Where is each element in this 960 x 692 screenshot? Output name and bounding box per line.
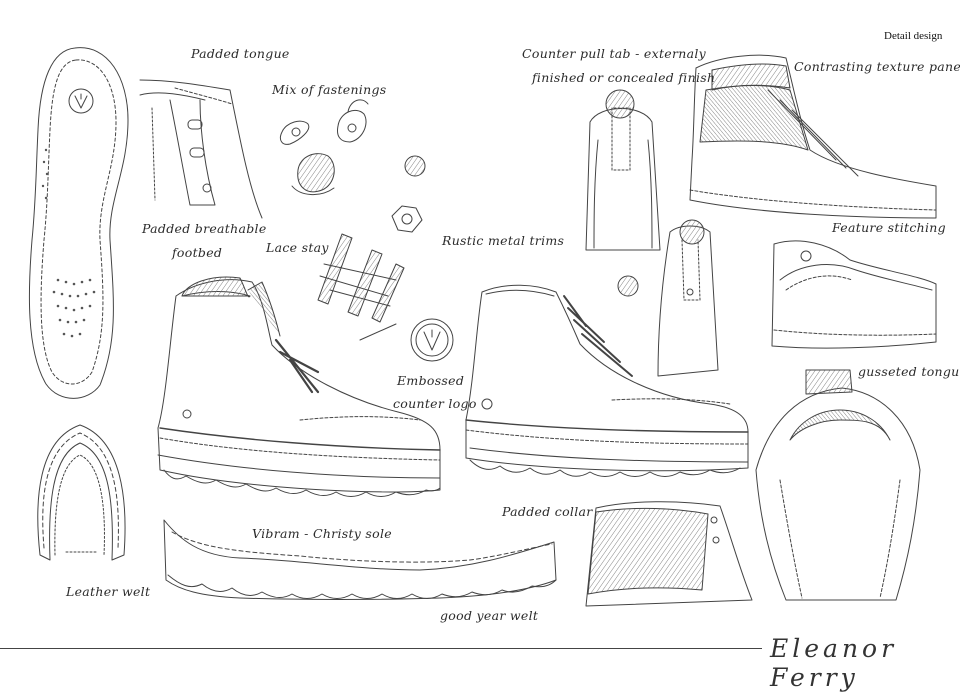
heel-tab-sketch	[657, 219, 719, 377]
label-mix-of-fastenings: Mix of fastenings	[272, 82, 387, 97]
label-padded-footbed-line2: footbed	[172, 245, 223, 260]
vibram-sole-sketch	[163, 519, 557, 600]
designer-signature: Eleanor Ferry	[770, 634, 898, 692]
texture-panels-sketch	[689, 54, 937, 219]
page-title: Detail design	[884, 30, 943, 42]
label-padded-footbed-line1: Padded breathable	[142, 221, 267, 236]
label-good-year-welt: good year welt	[440, 608, 539, 623]
label-feature-stitching: Feature stitching	[832, 220, 946, 235]
label-embossed-logo-line1: Embossed	[397, 373, 465, 388]
lace-stay-sketch	[317, 233, 405, 341]
embossed-logo-sketch	[410, 318, 454, 362]
label-gusseted-tongue: gusseted tongue	[858, 364, 960, 379]
footer-divider	[0, 648, 762, 649]
label-padded-collar: Padded collar	[502, 504, 593, 519]
label-padded-tongue: Padded tongue	[191, 46, 290, 61]
boot-left-sketch	[157, 276, 441, 497]
label-embossed-logo-line2: counter logo	[393, 396, 477, 411]
label-counter-pull-tab-line1: Counter pull tab - externaly	[522, 46, 707, 61]
label-counter-pull-tab-line2: finished or concealed finish	[532, 70, 716, 85]
insole-sketch	[28, 47, 129, 399]
leather-welt-sketch	[37, 424, 126, 561]
padded-collar-sketch	[585, 501, 753, 607]
label-vibram-sole: Vibram - Christy sole	[252, 526, 392, 541]
label-leather-welt: Leather welt	[66, 584, 151, 599]
label-lace-stay: Lace stay	[266, 240, 329, 255]
gusseted-tongue-sketch	[755, 369, 921, 601]
label-contrasting-texture-panels: Contrasting texture panels	[794, 59, 960, 74]
fastenings-sketch	[279, 99, 426, 233]
padded-tongue-sketch	[139, 79, 263, 219]
label-rustic-metal-trims: Rustic metal trims	[442, 233, 565, 248]
feature-stitching-sketch	[771, 240, 937, 349]
counter-pull-tab-sketch	[585, 89, 661, 297]
boot-centre-sketch	[465, 284, 749, 477]
